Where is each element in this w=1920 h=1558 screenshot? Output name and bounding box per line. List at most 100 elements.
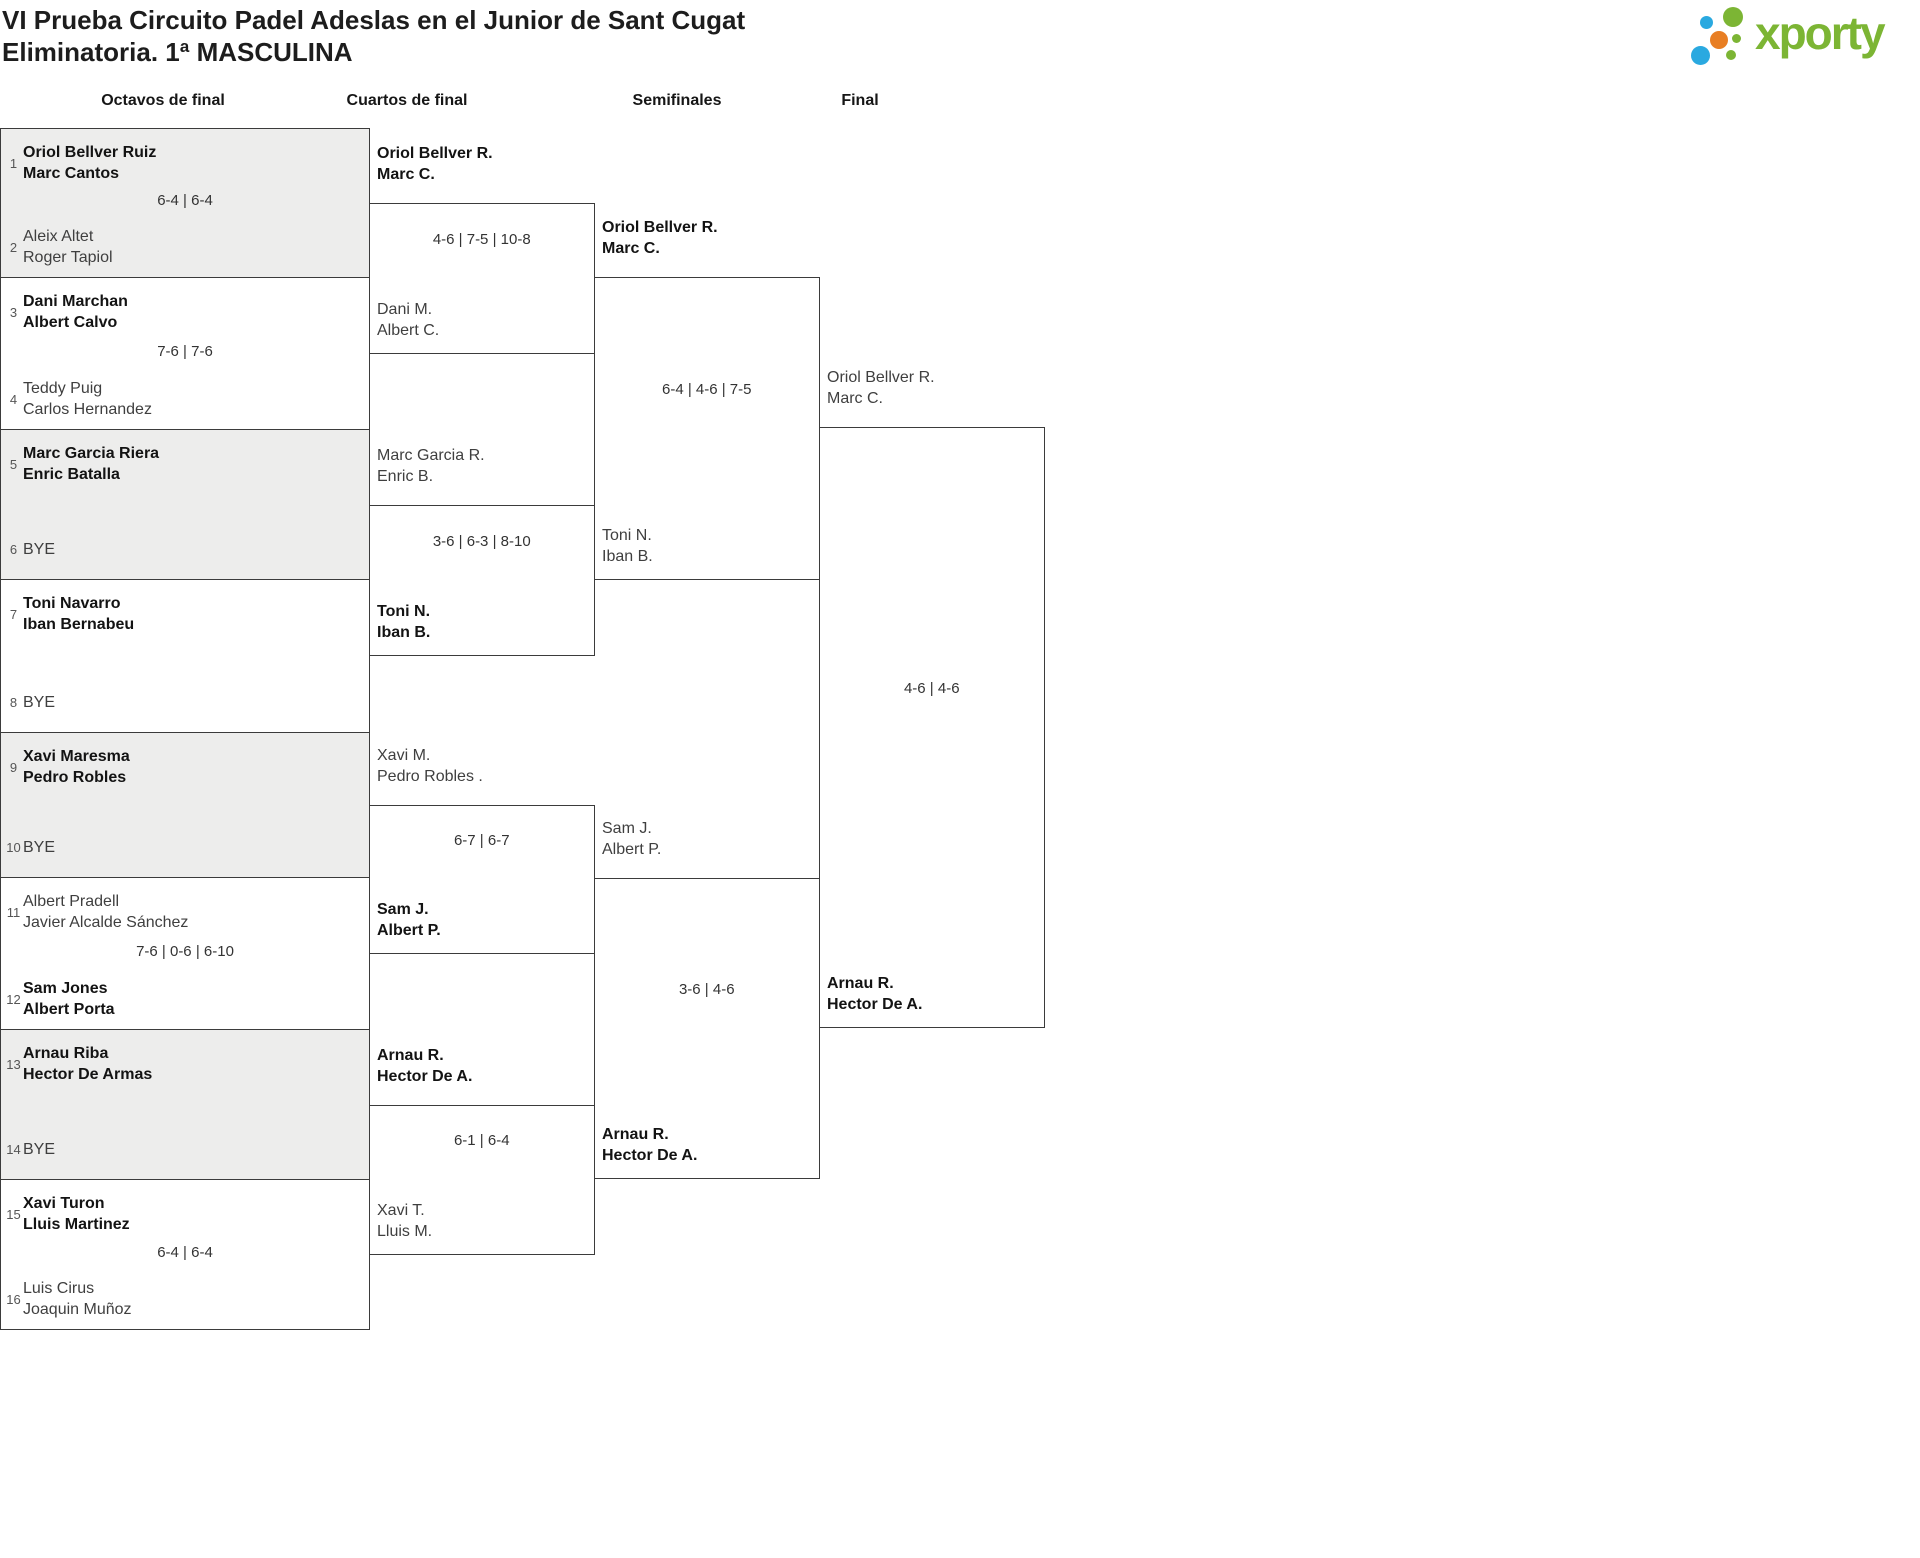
xporty-logo[interactable]: xporty (1685, 2, 1917, 78)
seed-number: 8 (9, 694, 18, 710)
match-score: 3-6 | 4-6 (678, 981, 735, 998)
final-box: 4-6 | 4-6 (818, 427, 1045, 1028)
team-slot: 16 Luis Cirus Joaquin Muñoz (4, 1277, 361, 1321)
cuartos-match-2-box: 3-6 | 6-3 | 8-10 (368, 505, 595, 656)
semifinal-1-box: 6-4 | 4-6 | 7-5 (593, 277, 820, 580)
team-slot: 5 Marc Garcia Riera Enric Batalla (4, 442, 361, 486)
octavos-match-5: 9 Xavi Maresma Pedro Robles 10 BYE (0, 733, 370, 878)
team-slot: 14 BYE (4, 1127, 361, 1171)
team-label: Toni N. Iban B. (377, 603, 431, 641)
team-slot: 6 BYE (4, 527, 361, 571)
logo-dot-green-large (1723, 7, 1743, 27)
match-score: 6-1 | 6-4 (453, 1132, 510, 1149)
team-label: Xavi M. Pedro Robles . (377, 747, 483, 785)
team-label: Sam J. Albert P. (602, 820, 662, 858)
team-slot: 7 Toni Navarro Iban Bernabeu (4, 592, 361, 636)
team-label: Dani M. Albert C. (377, 301, 440, 339)
seed-number: 14 (6, 1141, 21, 1157)
seed-number: 9 (9, 759, 18, 775)
octavos-match-4: 7 Toni Navarro Iban Bernabeu 8 BYE (0, 580, 370, 733)
seed-number: 13 (6, 1056, 21, 1072)
round-header-final: Final (841, 92, 879, 109)
round-header-cuartos: Cuartos de final (346, 92, 468, 109)
match-score: 7-6 | 7-6 (157, 342, 213, 360)
logo-dot-blue-small (1700, 16, 1713, 29)
team-label: Xavi T. Lluis M. (377, 1202, 433, 1240)
team-name: Dani Marchan Albert Calvo (23, 293, 128, 331)
logo-wordmark: xporty (1755, 7, 1886, 59)
team-slot: 10 BYE (4, 825, 361, 869)
team-label: Sam J. Albert P. (377, 901, 441, 939)
team-slot: 11 Albert Pradell Javier Alcalde Sánchez (4, 890, 361, 934)
seed-number: 7 (9, 606, 18, 622)
team-label: Oriol Bellver R. Marc C. (602, 219, 718, 257)
team-slot: 8 BYE (4, 680, 361, 724)
match-score: 6-4 | 6-4 (157, 1243, 213, 1261)
team-name: Teddy Puig Carlos Hernandez (23, 380, 152, 418)
octavos-match-6: 11 Albert Pradell Javier Alcalde Sánchez… (0, 878, 370, 1030)
team-slot: 4 Teddy Puig Carlos Hernandez (4, 377, 361, 421)
team-name: Albert Pradell Javier Alcalde Sánchez (23, 893, 189, 931)
seed-number: 11 (6, 904, 21, 920)
team-slot: 12 Sam Jones Albert Porta (4, 977, 361, 1021)
octavos-match-7: 13 Arnau Riba Hector De Armas 14 BYE (0, 1030, 370, 1180)
team-slot: 2 Aleix Altet Roger Tapiol (4, 225, 361, 269)
seed-number: 3 (9, 304, 18, 320)
match-score: 7-6 | 0-6 | 6-10 (136, 942, 234, 960)
seed-number: 6 (9, 541, 18, 557)
team-name: Luis Cirus Joaquin Muñoz (23, 1280, 132, 1318)
match-score: 6-4 | 4-6 | 7-5 (661, 381, 752, 398)
team-label: Arnau R. Hector De A. (602, 1126, 698, 1164)
logo-dot-green-mid (1732, 34, 1741, 43)
seed-number: 4 (9, 391, 18, 407)
seed-number: 15 (6, 1206, 21, 1222)
team-name: BYE (23, 540, 56, 558)
team-name: Xavi Maresma Pedro Robles (23, 748, 130, 786)
octavos-match-8: 15 Xavi Turon Lluis Martinez 6-4 | 6-4 1… (0, 1180, 370, 1330)
team-label: Marc Garcia R. Enric B. (377, 447, 485, 485)
team-label: Toni N. Iban B. (602, 527, 653, 565)
team-name: Marc Garcia Riera Enric Batalla (23, 445, 160, 483)
round-header-semifinales: Semifinales (632, 92, 722, 109)
cuartos-match-1-box: 4-6 | 7-5 | 10-8 (368, 203, 595, 354)
team-name: BYE (23, 1140, 56, 1158)
match-score: 6-4 | 6-4 (157, 192, 213, 209)
octavos-match-1: 1 Oriol Bellver Ruiz Marc Cantos 6-4 | 6… (0, 128, 370, 278)
match-score: 4-6 | 4-6 (903, 680, 960, 697)
team-name: BYE (23, 838, 56, 856)
seed-number: 2 (9, 239, 18, 255)
seed-number: 16 (6, 1291, 21, 1307)
tournament-name: VI Prueba Circuito Padel Adeslas en el J… (2, 5, 746, 35)
octavos-match-2: 3 Dani Marchan Albert Calvo 7-6 | 7-6 4 … (0, 278, 370, 430)
logo-dot-orange (1710, 31, 1728, 49)
team-label: Arnau R. Hector De A. (377, 1047, 473, 1085)
team-label: Oriol Bellver R. Marc C. (827, 369, 935, 407)
team-slot: 9 Xavi Maresma Pedro Robles (4, 745, 361, 789)
team-slot: 3 Dani Marchan Albert Calvo (4, 290, 361, 334)
team-name: BYE (23, 693, 56, 711)
team-name: Xavi Turon Lluis Martinez (23, 1195, 130, 1233)
seed-number: 10 (6, 839, 21, 855)
team-label: Oriol Bellver R. Marc C. (377, 145, 493, 183)
semifinal-2-box: 3-6 | 4-6 (593, 878, 820, 1179)
match-score: 3-6 | 6-3 | 8-10 (432, 533, 531, 550)
page-title: VI Prueba Circuito Padel Adeslas en el J… (2, 4, 745, 68)
team-label: Arnau R. Hector De A. (827, 975, 923, 1013)
logo-dot-blue-large (1691, 46, 1710, 65)
logo-dot-green-small (1726, 50, 1736, 60)
round-header-octavos: Octavos de final (101, 92, 225, 109)
cuartos-match-3-box: 6-7 | 6-7 (368, 805, 595, 954)
team-slot: 1 Oriol Bellver Ruiz Marc Cantos (4, 141, 361, 185)
seed-number: 5 (9, 456, 18, 472)
category-name: Eliminatoria. 1ª MASCULINA (2, 37, 353, 67)
team-name: Arnau Riba Hector De Armas (23, 1045, 153, 1083)
seed-number: 12 (6, 991, 21, 1007)
seed-number: 1 (9, 155, 18, 171)
team-slot: 13 Arnau Riba Hector De Armas (4, 1042, 361, 1086)
octavos-match-3: 5 Marc Garcia Riera Enric Batalla 6 BYE (0, 430, 370, 580)
team-slot: 15 Xavi Turon Lluis Martinez (4, 1192, 361, 1236)
match-score: 6-7 | 6-7 (453, 832, 510, 849)
cuartos-match-4-box: 6-1 | 6-4 (368, 1105, 595, 1255)
team-name: Oriol Bellver Ruiz Marc Cantos (23, 144, 157, 182)
team-name: Sam Jones Albert Porta (23, 980, 115, 1018)
